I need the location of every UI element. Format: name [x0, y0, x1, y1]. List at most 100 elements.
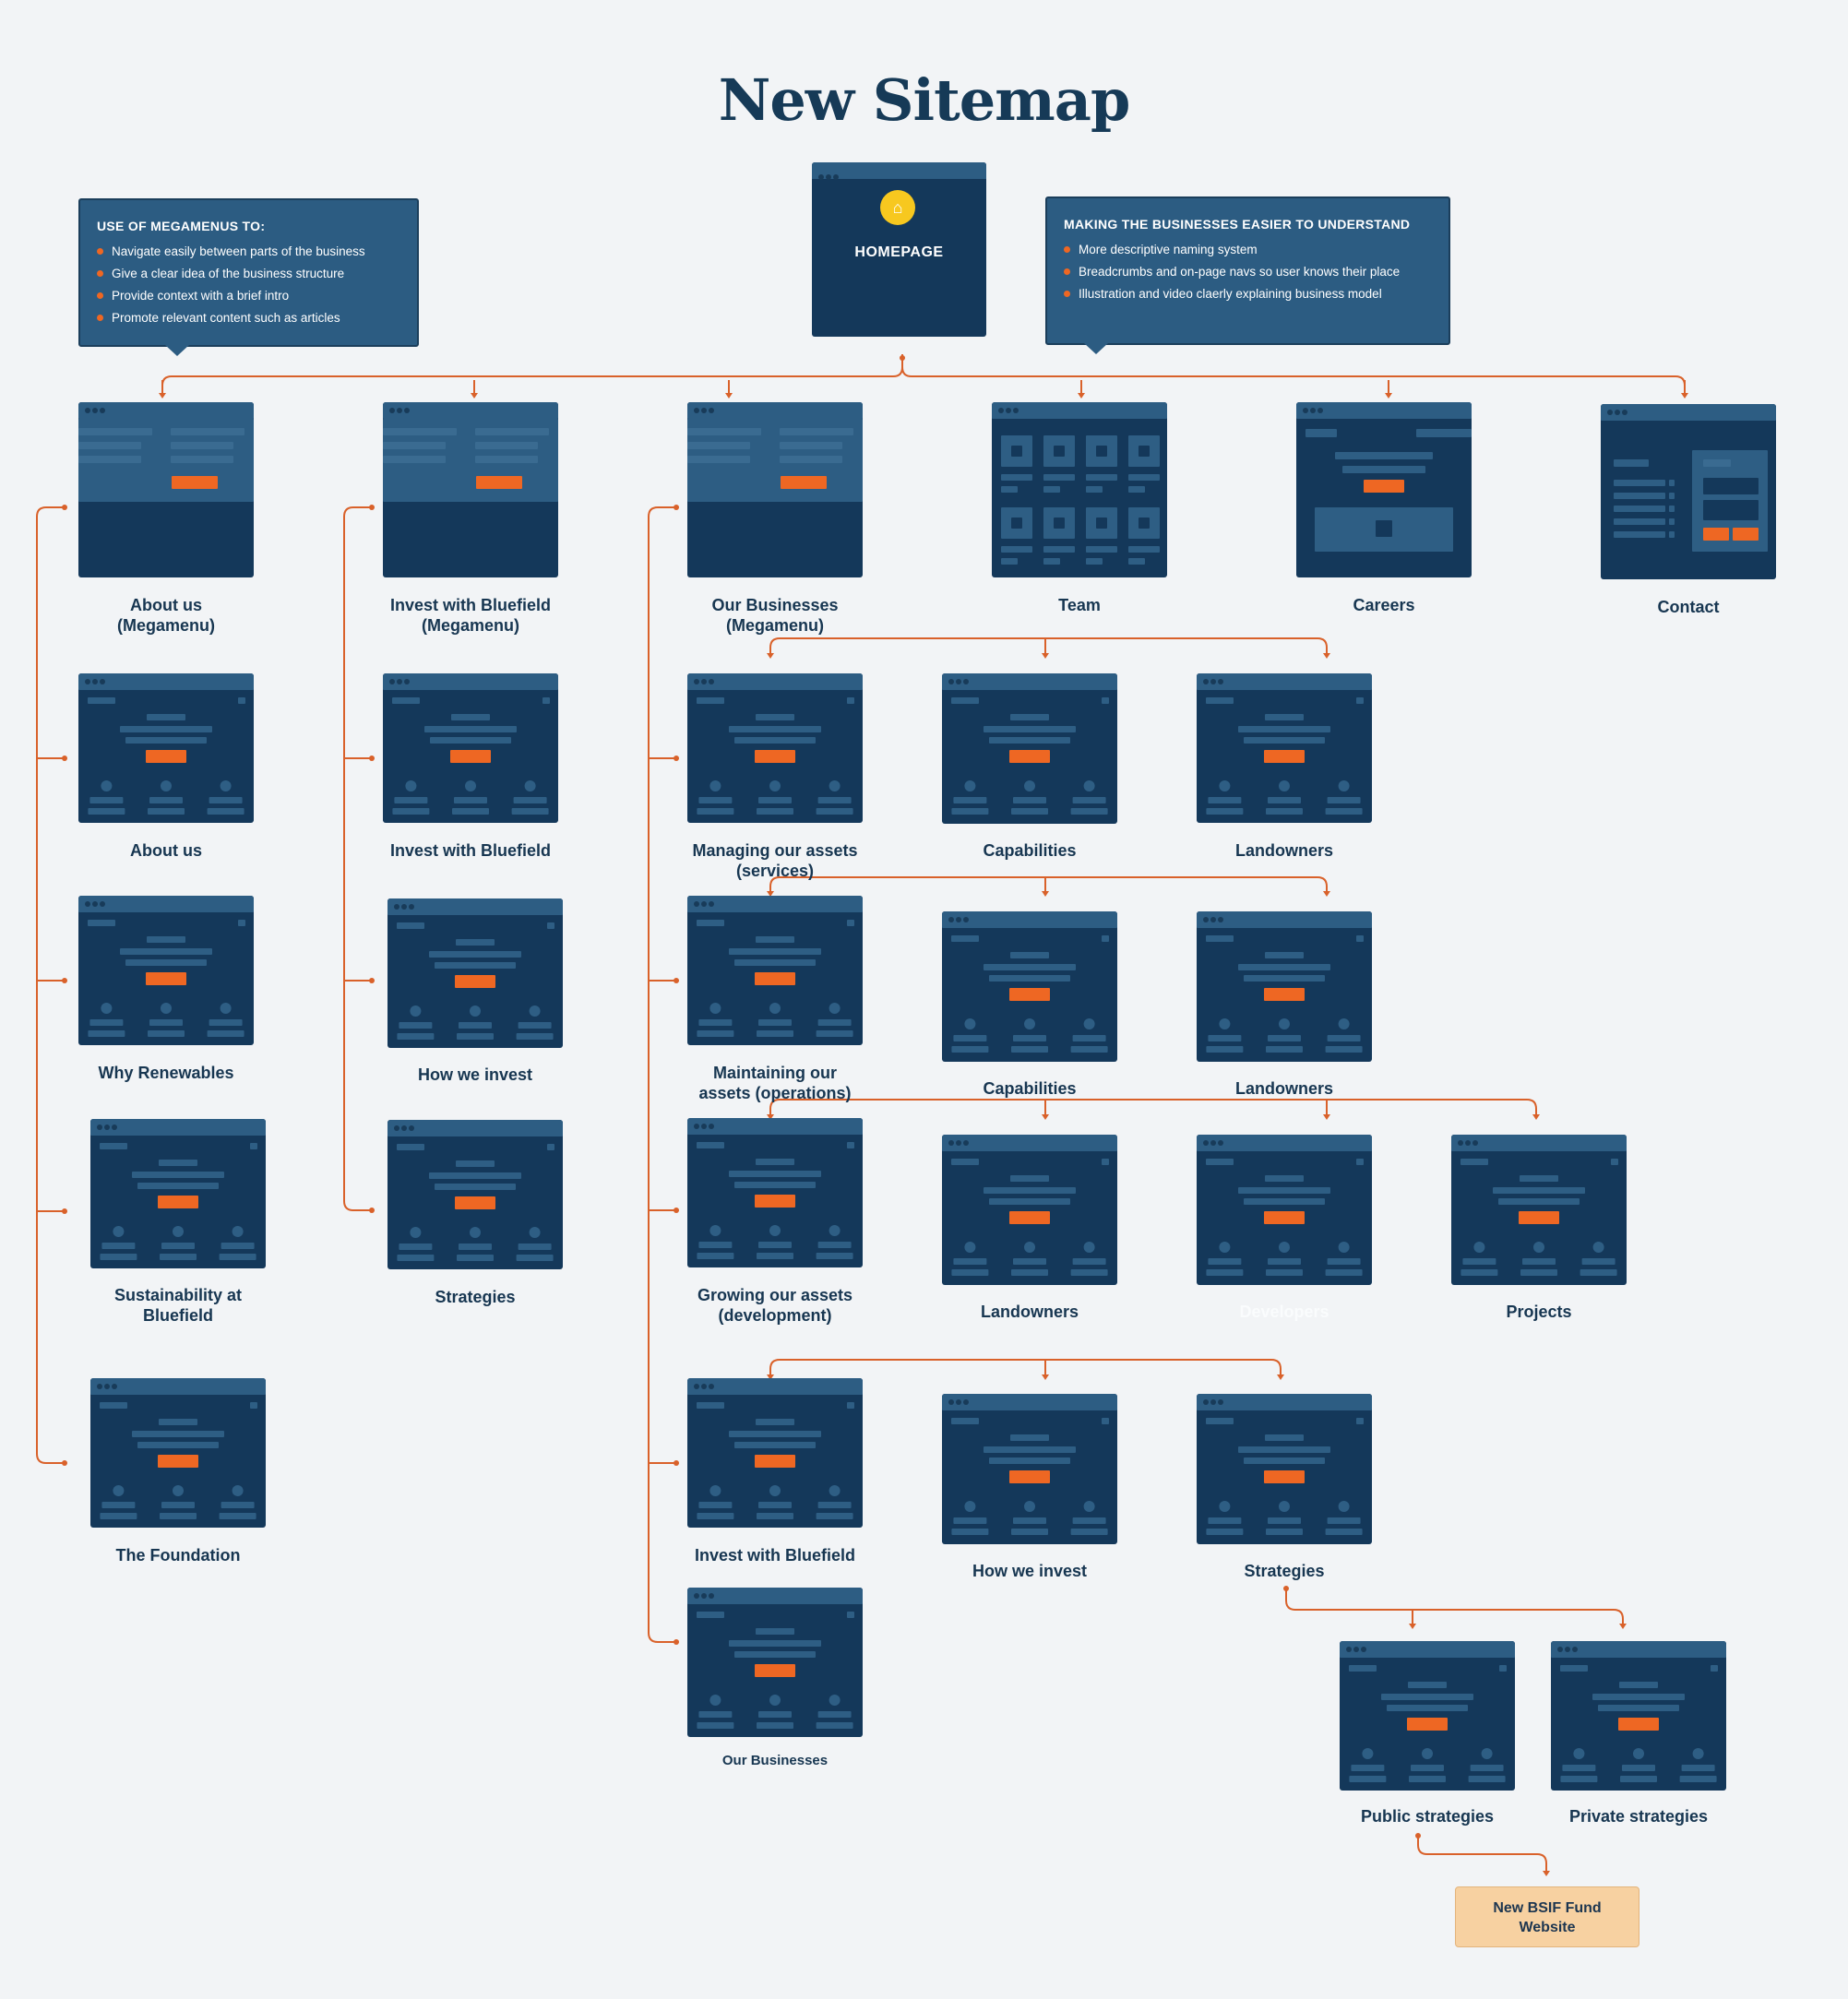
page-thumbnail-maintaining-capabilities[interactable]	[942, 911, 1117, 1062]
feature-icon	[1279, 1501, 1290, 1512]
feature-line	[1206, 1269, 1244, 1276]
form-line	[1614, 480, 1665, 486]
page-thumbnail-growing-developers[interactable]	[1197, 1135, 1372, 1285]
connector-dot	[674, 756, 679, 761]
arrowhead	[725, 393, 733, 399]
connector-line	[648, 506, 676, 1643]
page-thumbnail-maintaining-landowners[interactable]	[1197, 911, 1372, 1062]
page-thumbnail-biz-how-we-invest[interactable]	[942, 1394, 1117, 1544]
page-thumbnail-team[interactable]	[992, 402, 1167, 577]
arrowhead	[1042, 653, 1049, 659]
page-thumbnail-contact[interactable]	[1601, 404, 1776, 579]
cta-button	[455, 975, 495, 988]
homepage-node[interactable]: ⌂ HOMEPAGE	[812, 162, 986, 337]
menu-line	[171, 456, 233, 463]
page-label: Capabilities	[891, 840, 1168, 861]
connector-dot	[62, 756, 67, 761]
page-thumbnail-careers[interactable]	[1296, 402, 1472, 577]
feature-icon	[1533, 1242, 1544, 1253]
page-label-line1: Landowners	[1234, 841, 1333, 860]
logo-block	[88, 920, 115, 926]
page-thumbnail-public-strategies[interactable]	[1340, 1641, 1515, 1791]
page-label-line1: Our Businesses	[711, 596, 839, 614]
window-dot-icon	[97, 1384, 102, 1389]
window-bar	[687, 1118, 863, 1135]
team-role-line	[1001, 558, 1018, 565]
feature-icon	[113, 1226, 125, 1237]
page-thumbnail-biz-invest[interactable]	[687, 1378, 863, 1528]
arrowhead	[1042, 891, 1049, 897]
logo-block	[1206, 1418, 1234, 1424]
feature-line	[101, 1502, 136, 1508]
feature-line	[1349, 1776, 1387, 1782]
arrowhead	[1532, 1114, 1540, 1120]
window-dot-icon	[85, 679, 90, 684]
page-thumbnail-business-mega[interactable]	[687, 402, 863, 577]
page-thumbnail-managing[interactable]	[687, 673, 863, 823]
page-thumbnail-managing-capabilities[interactable]	[942, 673, 1117, 824]
page-thumbnail-about-mega[interactable]	[78, 402, 254, 577]
feature-icon	[470, 1227, 481, 1238]
window-bar	[687, 402, 863, 419]
page-thumbnail-why-renewables[interactable]	[78, 896, 254, 1045]
page-thumbnail-sustainability[interactable]	[90, 1119, 266, 1268]
page-thumbnail-foundation[interactable]	[90, 1378, 266, 1528]
page-thumbnail-growing-projects[interactable]	[1451, 1135, 1627, 1285]
feature-icon	[1083, 1018, 1095, 1029]
page-thumbnail-about-us[interactable]	[78, 673, 254, 823]
page-thumbnail-invest[interactable]	[383, 673, 558, 823]
feature-icon	[709, 780, 721, 791]
image-icon	[1096, 518, 1107, 529]
feature-icon	[1362, 1748, 1374, 1759]
page-thumbnail-invest-mega[interactable]	[383, 402, 558, 577]
heading-line	[159, 1419, 197, 1425]
menu-icon	[1499, 1665, 1507, 1672]
page-thumbnail-private-strategies[interactable]	[1551, 1641, 1726, 1791]
feature-line	[399, 1022, 433, 1029]
text-line	[424, 726, 517, 732]
callout-item: Illustration and video claerly explainin…	[1064, 283, 1432, 305]
menu-line	[475, 428, 549, 435]
page-thumbnail-strategies[interactable]	[387, 1120, 563, 1269]
feature-icon	[232, 1485, 244, 1496]
text-line	[1244, 1198, 1325, 1205]
chevron-right-icon	[1669, 493, 1675, 499]
feature-icon	[1219, 780, 1231, 791]
page-thumbnail-our-businesses[interactable]	[687, 1588, 863, 1737]
feature-icon	[1692, 1748, 1704, 1759]
window-dot-icon	[1615, 410, 1620, 415]
page-thumbnail-how-we-invest[interactable]	[387, 898, 563, 1048]
feature-line	[1520, 1269, 1557, 1276]
feature-line	[817, 797, 852, 803]
page-label-line2: (development)	[718, 1306, 832, 1325]
feature-line	[1325, 1269, 1363, 1276]
window-dot-icon	[956, 679, 961, 684]
page-thumbnail-managing-landowners[interactable]	[1197, 673, 1372, 823]
page-label: Landowners	[891, 1302, 1168, 1322]
menu-icon	[1356, 935, 1364, 942]
feature-icon	[709, 1485, 721, 1496]
logo-block	[1461, 1159, 1488, 1165]
callout-item: Breadcrumbs and on-page navs so user kno…	[1064, 261, 1432, 283]
window-dot-icon	[963, 917, 969, 922]
page-thumbnail-biz-strategies[interactable]	[1197, 1394, 1372, 1544]
menu-line	[78, 442, 141, 449]
cta-button	[1009, 750, 1050, 763]
page-label-line1: Projects	[1506, 1303, 1572, 1321]
feature-line	[758, 1502, 792, 1508]
feature-line	[1206, 1046, 1244, 1053]
feature-icon	[709, 1695, 721, 1706]
page-thumbnail-maintaining[interactable]	[687, 896, 863, 1045]
feature-icon	[1024, 1242, 1035, 1253]
page-thumbnail-growing-landowners[interactable]	[942, 1135, 1117, 1285]
window-dot-icon	[1310, 408, 1316, 413]
callout-title: USE OF MEGAMENUS TO:	[97, 219, 266, 233]
window-dot-icon	[1210, 1140, 1216, 1146]
heading-line	[451, 714, 490, 720]
connector-dot	[900, 355, 905, 361]
window-dot-icon	[963, 679, 969, 684]
bsif-fund-website-node[interactable]: New BSIF Fund Website	[1455, 1886, 1639, 1947]
page-thumbnail-growing[interactable]	[687, 1118, 863, 1267]
feature-line	[397, 1255, 435, 1261]
feature-line	[697, 808, 734, 815]
